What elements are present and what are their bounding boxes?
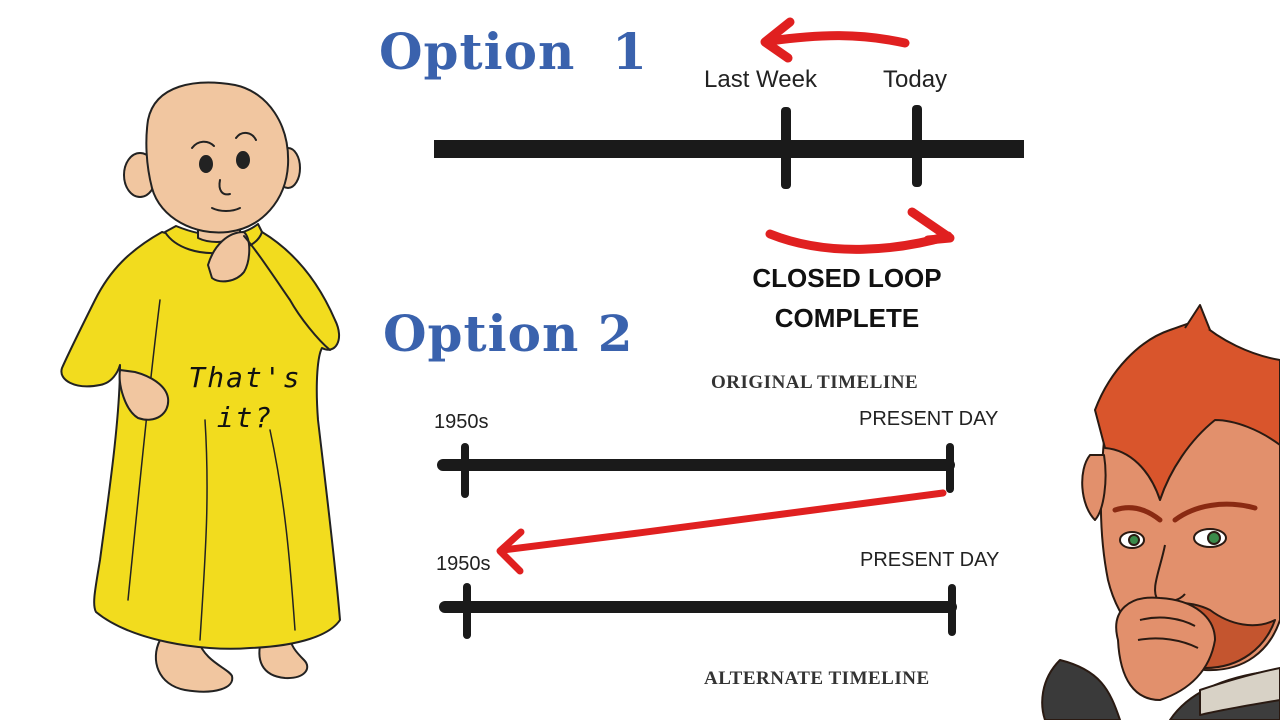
monk-chin-hand (207, 231, 251, 283)
today-label: Today (883, 66, 948, 93)
closed-loop-line2: COMPLETE (774, 303, 920, 333)
option1-back-arrow (760, 17, 910, 63)
option1-title: Option 1 (379, 22, 648, 81)
closed-loop-line1: CLOSED LOOP (752, 263, 942, 293)
villain-hair (1094, 320, 1280, 501)
option1-timeline (434, 105, 1024, 189)
original-timeline (437, 443, 955, 498)
monk-shirt-line2: it? (216, 401, 274, 434)
villain-ear (1081, 454, 1107, 521)
monk-head (145, 81, 290, 234)
alternate-end-label: PRESENT DAY (860, 549, 1000, 571)
villain-character (1041, 304, 1280, 720)
option1-forward-arrow (765, 207, 955, 254)
monk-robe (60, 231, 341, 650)
alternate-start-label: 1950s (436, 553, 491, 575)
villain-jacket (1041, 659, 1121, 720)
today-tick (912, 105, 922, 187)
original-timeline-bar (437, 459, 955, 471)
last-week-label: Last Week (704, 66, 817, 93)
monk-left-foot (155, 639, 234, 693)
monk-shirt-text: That's it? (180, 358, 310, 438)
closed-loop-text: CLOSED LOOP COMPLETE (742, 258, 952, 338)
monk-character (60, 81, 341, 693)
original-timeline-caption: ORIGINAL TIMELINE (711, 372, 919, 393)
monk-fist (118, 369, 170, 421)
original-start-label: 1950s (434, 411, 489, 433)
last-week-tick (781, 107, 791, 189)
option1-timeline-bar (434, 140, 1024, 158)
original-end-label: PRESENT DAY (859, 408, 999, 430)
monk-shirt-line1: That's (188, 361, 302, 394)
villain-hand (1115, 596, 1216, 701)
alternate-present-tick (948, 584, 956, 636)
alternate-timeline-bar (439, 601, 957, 613)
alternate-timeline-caption: ALTERNATE TIMELINE (704, 668, 930, 689)
option2-title: Option 2 (383, 304, 634, 363)
time-travel-arrow (496, 489, 947, 575)
original-1950s-tick (461, 443, 469, 498)
original-present-tick (946, 443, 954, 493)
alternate-timeline (439, 583, 957, 639)
alternate-1950s-tick (463, 583, 471, 639)
